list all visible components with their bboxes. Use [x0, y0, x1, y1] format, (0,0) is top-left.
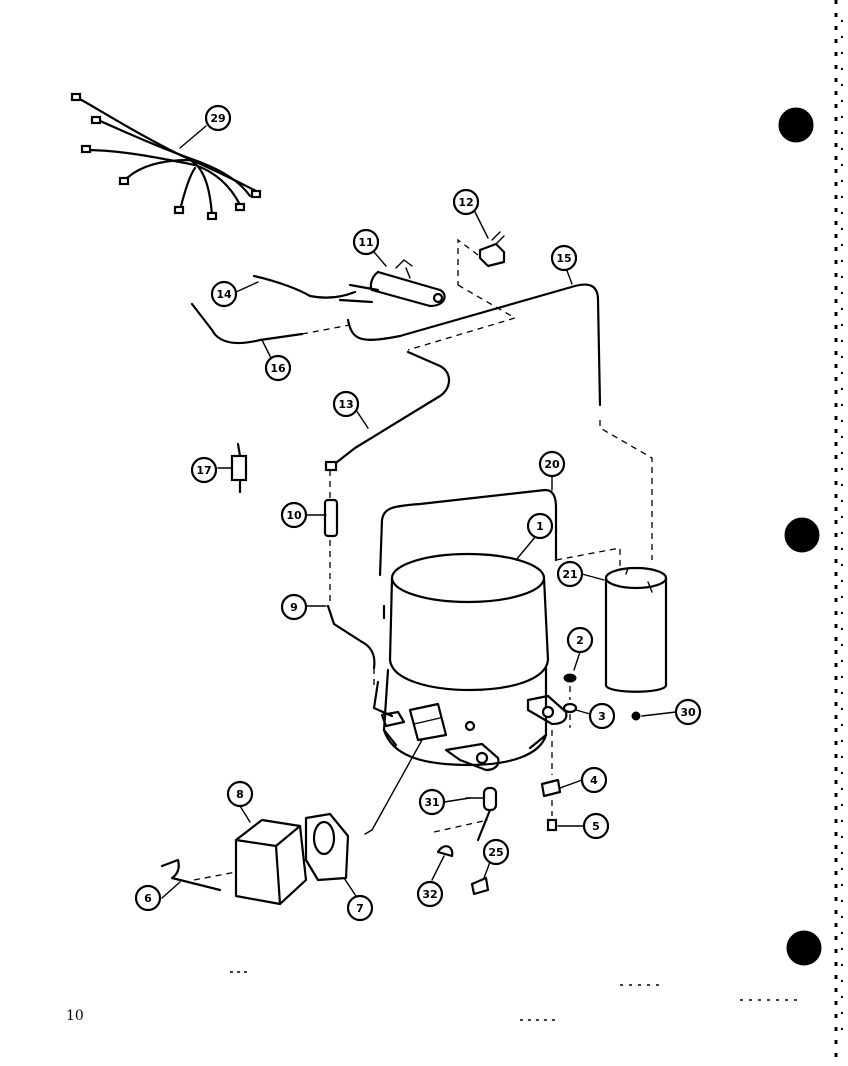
callout-1: 1: [526, 512, 554, 540]
tube-14: [252, 274, 357, 299]
callout-label: 14: [216, 288, 232, 301]
callout-label: 13: [338, 398, 353, 411]
callout-17: 17: [190, 456, 218, 484]
callout-label: 15: [556, 252, 571, 265]
callout-30: 30: [674, 698, 702, 726]
scan-noise-bottom: [230, 971, 800, 1021]
callout-12: 12: [452, 188, 480, 216]
callout-label: 30: [680, 706, 696, 719]
binder-hole-top: [778, 107, 814, 143]
callout-label: 20: [544, 458, 560, 471]
leader-terminal: [364, 739, 423, 835]
callout-10: 10: [280, 501, 308, 529]
part-17-drier: [230, 442, 248, 494]
callout-7: 7: [346, 894, 374, 922]
binder-hole-bottom: [786, 930, 822, 966]
mounting-feet: [380, 694, 568, 772]
binder-hole-middle: [784, 517, 820, 553]
callout-label: 5: [592, 820, 600, 833]
callout-label: 16: [270, 362, 286, 375]
callout-4: 4: [580, 766, 608, 794]
callout-label: 31: [424, 796, 439, 809]
callout-label: 6: [144, 892, 152, 905]
clip-6: [160, 858, 237, 892]
grommet-parts: [562, 673, 641, 728]
callout-label: 17: [196, 464, 211, 477]
wire-harness: [70, 92, 262, 221]
callout-5: 5: [582, 812, 610, 840]
callout-13: 13: [332, 390, 360, 418]
callout-label: 2: [576, 634, 584, 647]
drier-assembly: [338, 259, 446, 308]
callout-16: 16: [264, 354, 292, 382]
tube-15: [346, 283, 602, 407]
callout-label: 12: [458, 196, 473, 209]
callout-8: 8: [226, 780, 254, 808]
tube-9: [326, 604, 376, 670]
callout-21: 21: [556, 560, 584, 588]
callout-label: 11: [358, 236, 373, 249]
callout-29-harness: 29: [204, 104, 232, 132]
callout-label: 9: [290, 601, 298, 614]
callout-15: 15: [550, 244, 578, 272]
callout-2: 2: [566, 626, 594, 654]
nut-32: [436, 845, 454, 858]
leader-tube-16: [301, 324, 351, 335]
bracket-7: [304, 812, 350, 882]
callout-20: 20: [538, 450, 566, 478]
mount-bolt-parts: [540, 730, 562, 832]
callout-label: 10: [286, 509, 302, 522]
tube-16: [190, 302, 304, 345]
tube-13: [330, 350, 451, 468]
callout-9: 9: [280, 593, 308, 621]
accumulator-21: [555, 547, 668, 693]
part-10-strainer: [323, 470, 339, 605]
callout-label: 4: [590, 774, 598, 787]
relay-part: [478, 231, 506, 268]
callout-label: 7: [356, 902, 364, 915]
page-number: 10: [66, 1008, 84, 1024]
callout-label: 25: [488, 846, 503, 859]
leader-relay: [457, 238, 479, 285]
callout-3: 3: [588, 702, 616, 730]
fuse-31: [433, 786, 498, 842]
callout-31: 31: [418, 788, 446, 816]
callout-label: 29: [210, 112, 225, 125]
callout-11: 11: [352, 228, 380, 256]
callout-14: 14: [210, 280, 238, 308]
scan-edge-noise: [834, 0, 843, 1066]
leader-tube-15: [599, 420, 653, 560]
callout-label: 21: [562, 568, 577, 581]
callout-32: 32: [416, 880, 444, 908]
callout-label: 3: [598, 710, 606, 723]
callout-6: 6: [134, 884, 162, 912]
tube-20: [378, 488, 558, 577]
callout-label: 1: [536, 520, 544, 533]
terminal-cover-8: [234, 818, 308, 906]
tube-13-end: [324, 460, 338, 472]
callout-25: 25: [482, 838, 510, 866]
compressor-body: [372, 552, 550, 767]
callout-label: 8: [236, 788, 244, 801]
cap-25: [470, 876, 490, 896]
callout-label: 32: [422, 888, 437, 901]
